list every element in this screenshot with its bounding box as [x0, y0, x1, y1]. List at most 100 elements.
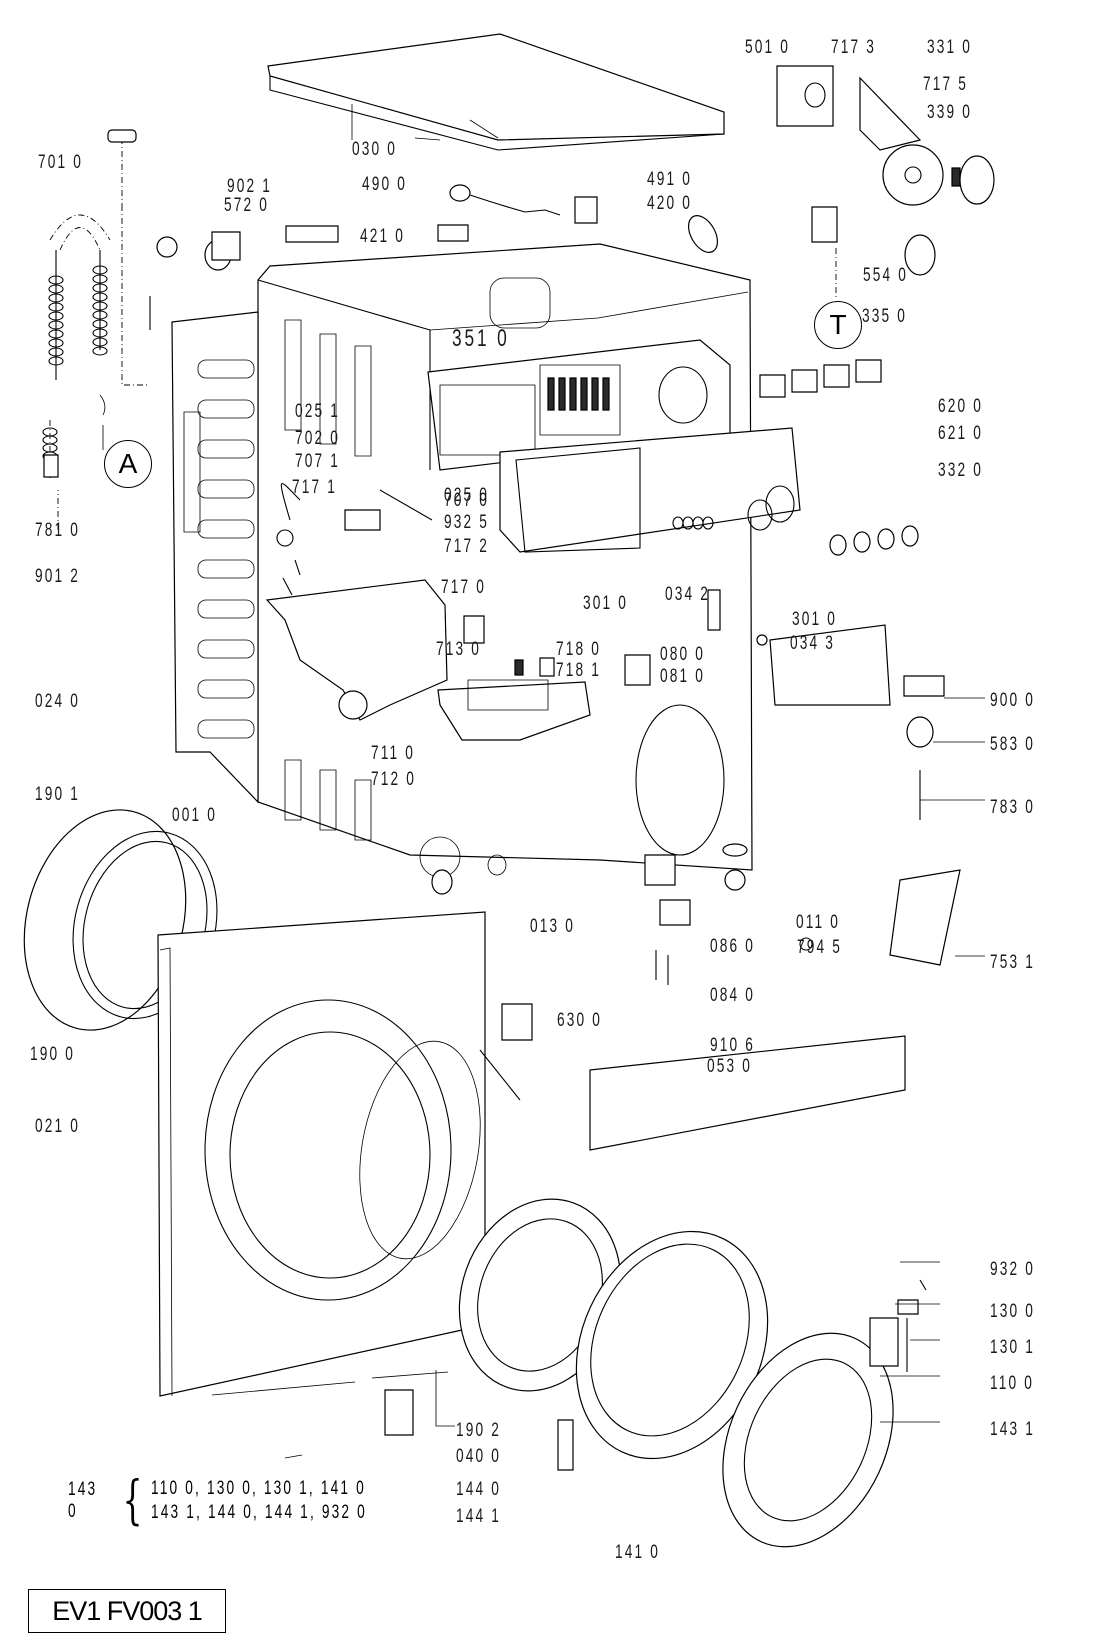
top-cover-shape: [268, 34, 724, 140]
part-label-control-panel: 301 0: [583, 593, 629, 614]
cabinet-cutout: [490, 278, 550, 328]
part-label-gasket-clamp: 190 2: [456, 1420, 502, 1441]
foot-set-pad: [723, 844, 747, 856]
part-label-hose-clamp: 702 0: [295, 428, 341, 449]
hose-coil-l-5: [49, 321, 63, 329]
part-label-program-knob: 331 0: [927, 37, 973, 58]
temperature-knob-shape: [905, 235, 935, 275]
knob-dial-plate-shape: [883, 145, 943, 205]
detail-marker-t: T: [814, 301, 862, 349]
detail-marker-a: A: [104, 440, 152, 488]
control-bracket: [428, 340, 730, 470]
hose-coil-l-4: [49, 312, 63, 320]
foot-set-foot: [725, 870, 745, 890]
part-label-hinge-plate: 144 0: [456, 1479, 502, 1500]
timer-bracket-shape: [860, 78, 920, 150]
hose-coil-l-2: [49, 294, 63, 302]
cabinet-slot-0: [285, 320, 301, 430]
brace-icon: {: [122, 1471, 143, 1531]
dispenser-housing-wheel: [339, 691, 367, 719]
control-panel-cover-shape: [770, 625, 890, 705]
control-panel-drawer-opening: [516, 448, 640, 552]
drain-hose-bend-shape: [108, 130, 136, 142]
kit-contents-line-2: 143 1, 144 0, 144 1, 932 0: [151, 1502, 367, 1523]
part-label-mounting-bracket: 900 0: [990, 690, 1036, 711]
dispenser-insert-shape: [540, 658, 554, 676]
bracket-switch-5: [603, 378, 609, 410]
part-label-cable-clip: 351 0: [452, 325, 510, 352]
cord-clamp-shape: [575, 197, 597, 223]
detail-marker-a-text: A: [118, 448, 138, 479]
capacitor-shape: [683, 211, 724, 258]
hose-coil-l-7: [49, 339, 63, 347]
part-label-push-buttons: 332 0: [938, 460, 984, 481]
plinth-shape: [590, 1036, 905, 1150]
bracket-ring: [659, 367, 707, 423]
side-panel-rib-6: [198, 600, 254, 618]
thermostat-switch-shape: [812, 207, 837, 242]
part-label-detergent-drawer: 712 0: [371, 769, 417, 790]
pressure-switch-shape: [907, 717, 933, 747]
side-panel-rib-7: [198, 640, 254, 658]
part-label-dispenser-wire: 717 0: [441, 577, 487, 598]
push-switch-3: [856, 360, 881, 382]
part-label-knob-adapter: 339 0: [927, 102, 973, 123]
door-hinge-shape: [385, 1390, 413, 1435]
hose-coil-r-1: [93, 275, 107, 283]
cabinet-slot-lower-1: [320, 770, 336, 830]
side-panel-rib-3: [198, 480, 254, 498]
door-glass-inner: [561, 1218, 780, 1462]
door-kit-legend: 143 0 { 110 0, 130 0, 130 1, 141 0 143 1…: [68, 1471, 451, 1531]
part-label-timer: 501 0: [745, 37, 791, 58]
part-label-door-gasket: 190 0: [30, 1044, 76, 1065]
hose-loop: [50, 215, 110, 250]
spring-rod-shape: [380, 490, 432, 520]
side-panel-rib-1: [198, 400, 254, 418]
hose-coil-r-0: [93, 266, 107, 274]
part-label-counterweight-bracket: 080 0: [660, 644, 706, 665]
part-label-dispenser-siphon: 718 0: [556, 639, 602, 660]
part-label-o-ring: 794 5: [797, 937, 843, 958]
part-label-door-handle: 110 0: [990, 1373, 1035, 1394]
cabinet-inner-edge: [430, 292, 748, 330]
spring-shape: [480, 1050, 520, 1100]
part-label-hose-end: 781 0: [35, 520, 81, 541]
side-panel-rib-4: [198, 520, 254, 538]
front-panel-shape: [158, 912, 485, 1396]
control-panel-knob-hole-2: [766, 486, 794, 522]
leader-190-2: [285, 1370, 455, 1458]
front-panel-bezel: [205, 1000, 451, 1300]
part-label-timer-bracket: 717 3: [831, 37, 877, 58]
panel-fixture-shape: [708, 590, 720, 630]
side-panel-shape: [172, 312, 258, 802]
hose-clip-ring: [277, 530, 293, 546]
part-label-pressure-switch: 583 0: [990, 734, 1036, 755]
bracket-switch-1: [559, 378, 565, 410]
part-label-door-interlock: 630 0: [557, 1010, 603, 1031]
push-switch-2: [824, 365, 849, 387]
part-label-door-lock-unit: 753 1: [990, 952, 1036, 973]
front-panel-bottom-strip: [212, 1372, 448, 1395]
interference-filter-shape: [438, 225, 468, 241]
hose-coil-r-4: [93, 302, 107, 310]
inlet-valve-coil: [212, 232, 240, 260]
hose-coil-r-5: [93, 311, 107, 319]
leader-right: [920, 698, 985, 956]
part-label-cord-clamp: 491 0: [647, 169, 693, 190]
timer-spindle: [805, 83, 825, 107]
cabinet-slot-lower-0: [285, 760, 301, 820]
part-label-hinge-cover: 086 0: [710, 936, 756, 957]
part-label-top-cover: 030 0: [352, 139, 398, 160]
program-knob-shape: [960, 156, 994, 204]
hose-coil-r-8: [93, 338, 107, 346]
part-label-adjustable-foot: 013 0: [530, 916, 576, 937]
part-label-handle-spring: 932 0: [990, 1259, 1036, 1280]
control-panel-button-hole-3: [703, 517, 713, 529]
hinge-plate-shape: [558, 1420, 573, 1470]
part-label-cabinet-rear: 025 0: [444, 485, 490, 506]
hose-clamp-shape: [281, 484, 300, 520]
cabinet-slot-2: [355, 346, 371, 456]
detergent-drawer-shape: [438, 682, 590, 740]
